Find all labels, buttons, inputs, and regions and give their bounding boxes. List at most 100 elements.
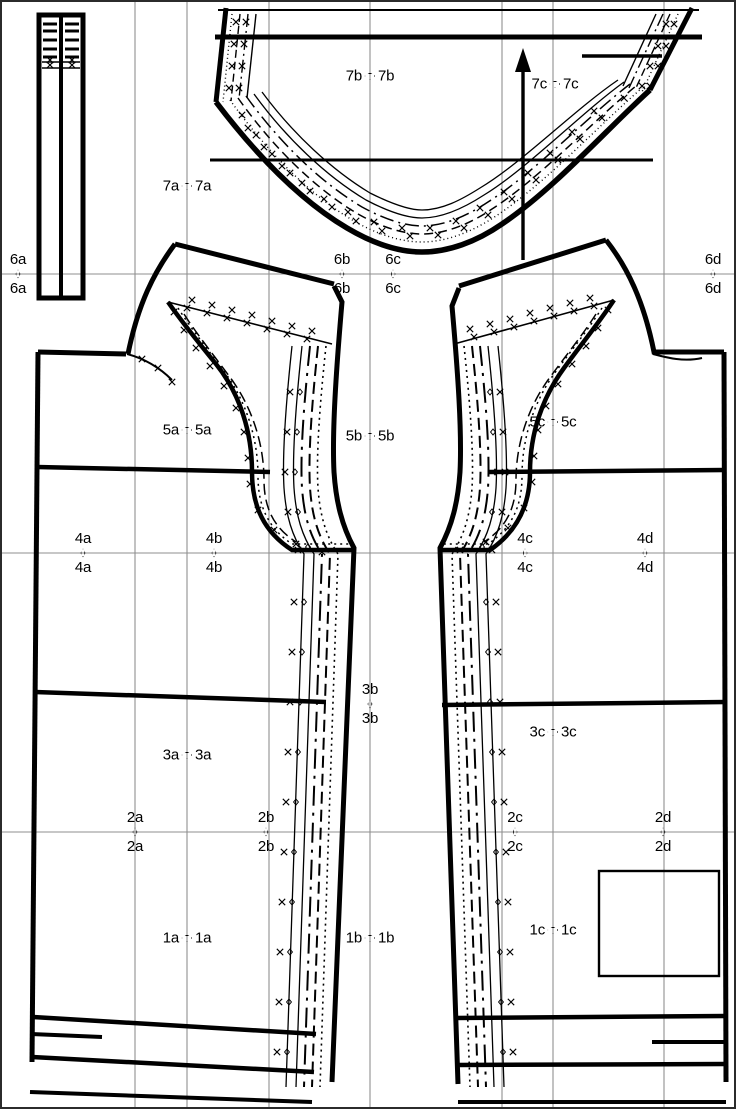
alignment-marker-label: 3b xyxy=(361,709,379,727)
alignment-diamond-icon xyxy=(521,547,529,560)
alignment-marker-label: 3b xyxy=(361,680,379,698)
alignment-diamond-icon xyxy=(180,751,194,760)
alignment-marker-2d: 2d 2d xyxy=(654,808,672,855)
alignment-marker-label: 2d xyxy=(654,808,672,826)
alignment-marker-label: 4c xyxy=(517,558,533,576)
alignment-marker-label: 5a xyxy=(162,421,180,439)
alignment-marker-label: 6d xyxy=(704,279,722,297)
size-line-x-left xyxy=(273,388,302,1056)
alignment-diamond-icon xyxy=(546,728,560,737)
piece-pocket-square xyxy=(597,869,721,978)
alignment-marker-label: 5c xyxy=(529,413,546,431)
piece-front-left xyxy=(29,241,357,1104)
alignment-marker-7c: 7c 7c xyxy=(532,77,579,92)
alignment-diamond-icon xyxy=(511,826,519,839)
alignment-marker-label: 4d xyxy=(636,529,654,547)
alignment-diamond-icon xyxy=(79,547,87,560)
alignment-marker-label: 5b xyxy=(345,427,363,445)
alignment-diamond-icon xyxy=(546,926,560,935)
alignment-marker-4c: 4c 4c xyxy=(517,529,533,576)
alignment-marker-label: 7a xyxy=(162,177,180,195)
alignment-marker-label: 2c xyxy=(507,837,523,855)
alignment-marker-label: 7a xyxy=(195,177,212,195)
alignment-marker-label: 1b xyxy=(345,929,363,947)
alignment-marker-6c: 6c 6c xyxy=(385,250,401,297)
alignment-marker-4d: 4d 4d xyxy=(636,529,654,576)
alignment-marker-label: 4b xyxy=(205,529,223,547)
alignment-marker-label: 4a xyxy=(74,529,92,547)
piece-front-right xyxy=(437,237,729,1104)
alignment-marker-label: 1c xyxy=(561,921,577,939)
alignment-marker-label: 5c xyxy=(561,413,577,431)
alignment-diamond-icon xyxy=(338,268,346,281)
alignment-marker-label: 7c xyxy=(563,75,579,93)
alignment-marker-label: 6b xyxy=(333,279,351,297)
alignment-marker-1b: 1b 1b xyxy=(346,931,395,946)
alignment-marker-6d: 6d 6d xyxy=(704,250,722,297)
alignment-marker-1a: 1a 1a xyxy=(163,931,212,946)
alignment-diamond-icon xyxy=(180,934,194,943)
alignment-diamond-icon xyxy=(262,826,270,839)
alignment-marker-label: 2b xyxy=(257,808,275,826)
alignment-marker-label: 3c xyxy=(561,723,577,741)
alignment-marker-5c: 5c 5c xyxy=(530,415,577,430)
alignment-marker-label: 7b xyxy=(345,67,363,85)
alignment-diamond-icon xyxy=(546,418,560,427)
alignment-diamond-icon xyxy=(180,182,194,191)
alignment-diamond-icon xyxy=(363,72,377,81)
alignment-marker-label: 7c xyxy=(531,75,548,93)
alignment-marker-3c: 3c 3c xyxy=(530,725,577,740)
alignment-diamond-icon xyxy=(131,826,139,839)
piece-facing-strip xyxy=(36,12,86,301)
alignment-marker-label: 4a xyxy=(74,558,92,576)
alignment-marker-label: 6a xyxy=(9,250,27,268)
alignment-marker-label: 4d xyxy=(636,558,654,576)
alignment-marker-label: 4b xyxy=(205,558,223,576)
alignment-diamond-icon xyxy=(363,934,377,943)
alignment-marker-label: 2a xyxy=(126,837,144,855)
alignment-marker-label: 6d xyxy=(704,250,722,268)
alignment-marker-label: 6a xyxy=(9,279,27,297)
alignment-marker-2a: 2a 2a xyxy=(126,808,144,855)
alignment-marker-6a: 6a 6a xyxy=(9,250,27,297)
alignment-diamond-icon xyxy=(709,268,717,281)
alignment-marker-label: 5a xyxy=(195,421,212,439)
alignment-diamond-icon xyxy=(363,432,377,441)
alignment-marker-3a: 3a 3a xyxy=(163,748,212,763)
alignment-marker-label: 3c xyxy=(529,723,546,741)
alignment-marker-label: 2c xyxy=(507,808,523,826)
alignment-marker-label: 6c xyxy=(385,279,401,297)
alignment-marker-label: 4c xyxy=(517,529,533,547)
alignment-diamond-icon xyxy=(210,547,218,560)
alignment-marker-5a: 5a 5a xyxy=(163,423,212,438)
alignment-diamond-icon xyxy=(548,80,562,89)
alignment-diamond-icon xyxy=(180,426,194,435)
alignment-marker-3b: 3b 3b xyxy=(361,680,379,727)
alignment-marker-2c: 2c 2c xyxy=(507,808,523,855)
alignment-marker-label: 1b xyxy=(378,929,395,947)
alignment-marker-label: 1a xyxy=(195,929,212,947)
alignment-marker-label: 3a xyxy=(162,746,180,764)
alignment-marker-label: 1a xyxy=(162,929,180,947)
alignment-diamond-icon xyxy=(389,268,397,281)
alignment-marker-label: 2d xyxy=(654,837,672,855)
alignment-marker-label: 3a xyxy=(195,746,212,764)
piece-yoke-back xyxy=(210,6,702,255)
size-line-diamonds-left xyxy=(284,388,311,1056)
alignment-diamond-icon xyxy=(14,268,22,281)
notch-marks-right-shoulder xyxy=(466,294,598,341)
alignment-marker-label: 2a xyxy=(126,808,144,826)
alignment-marker-label: 1c xyxy=(529,921,546,939)
alignment-diamond-icon xyxy=(641,547,649,560)
alignment-diamond-icon xyxy=(659,826,667,839)
alignment-marker-label: 6c xyxy=(385,250,401,268)
alignment-marker-1c: 1c 1c xyxy=(530,923,577,938)
alignment-marker-4a: 4a 4a xyxy=(74,529,92,576)
alignment-marker-7a: 7a 7a xyxy=(163,179,212,194)
